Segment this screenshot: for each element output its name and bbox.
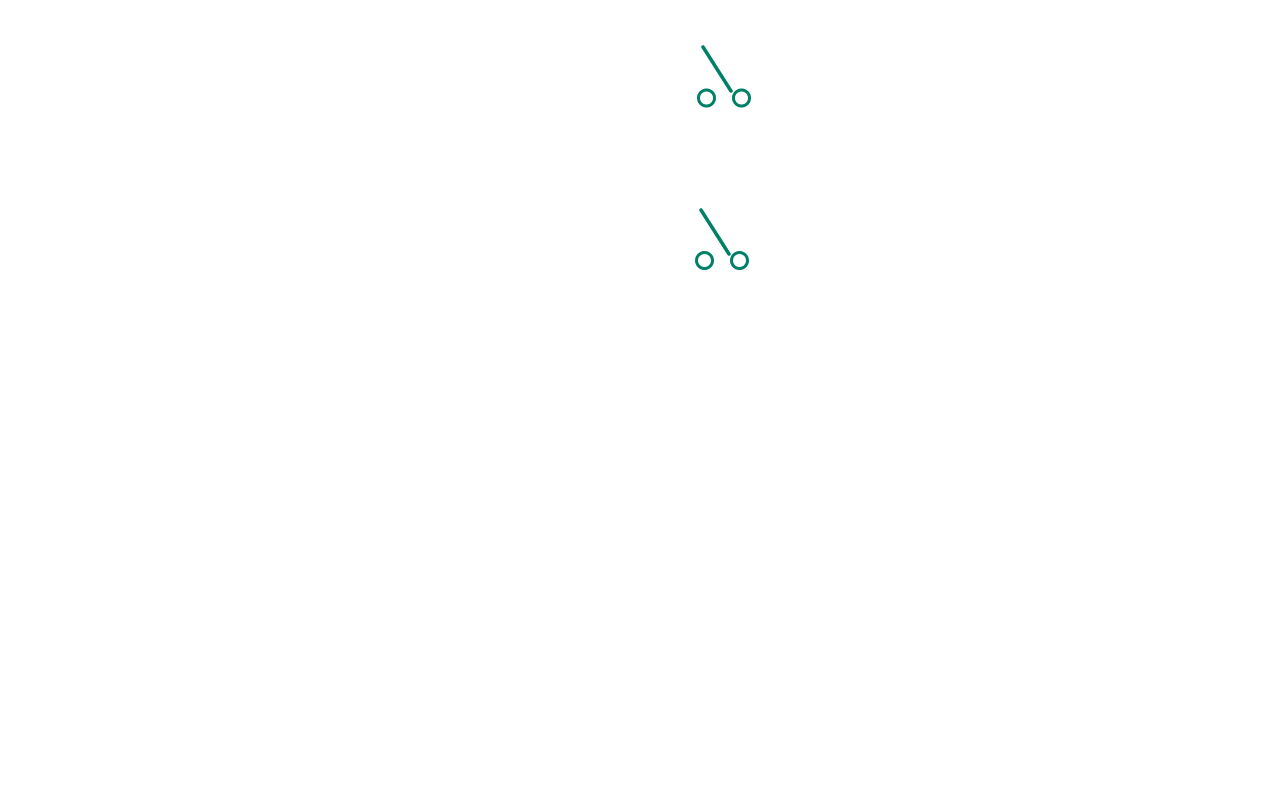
- switch-right-terminal-2: [730, 251, 749, 270]
- switch-right-terminal-1: [732, 88, 751, 108]
- switch-left-terminal-2: [695, 251, 714, 270]
- switch-lever-2: [699, 208, 731, 256]
- switch-lever-1: [701, 45, 733, 93]
- switch-symbol-2: [695, 208, 749, 270]
- switch-symbol-1: [697, 45, 751, 108]
- switch-left-terminal-1: [697, 88, 716, 108]
